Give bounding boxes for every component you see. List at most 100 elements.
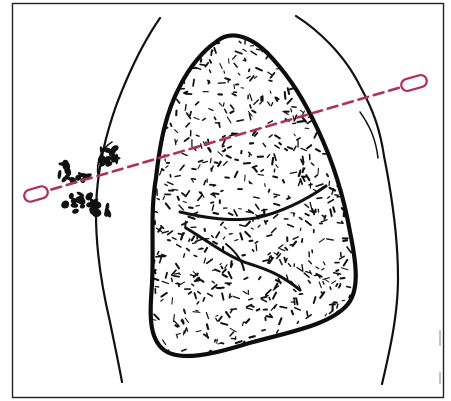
texture-stroke [196, 331, 201, 332]
texture-stroke [348, 354, 350, 359]
texture-stroke [166, 204, 170, 209]
texture-stroke [362, 30, 364, 32]
texture-stroke [223, 103, 224, 106]
texture-stroke [206, 313, 208, 319]
texture-stroke [307, 330, 311, 333]
texture-stroke [246, 212, 251, 213]
texture-stroke [181, 28, 185, 31]
texture-stroke [361, 103, 365, 105]
texture-stroke [229, 294, 230, 297]
texture-stroke [352, 79, 353, 82]
texture-stroke [301, 343, 305, 346]
texture-stroke [280, 249, 285, 251]
texture-stroke [191, 275, 195, 276]
texture-stroke [168, 240, 170, 241]
texture-stroke [311, 95, 312, 99]
texture-stroke [345, 190, 348, 195]
texture-stroke [295, 308, 301, 310]
texture-stroke [300, 179, 302, 184]
texture-stroke [203, 118, 206, 120]
texture-stroke [228, 147, 231, 148]
texture-stroke [182, 349, 186, 351]
texture-stroke [185, 318, 188, 323]
texture-stroke [357, 170, 363, 173]
texture-stroke [250, 94, 252, 101]
texture-stroke [227, 156, 231, 158]
texture-stroke [235, 240, 238, 241]
texture-stroke [265, 36, 267, 39]
texture-stroke [141, 286, 146, 290]
texture-stroke [255, 242, 257, 244]
texture-stroke [194, 255, 197, 256]
texture-stroke [309, 184, 312, 185]
texture-stroke [298, 180, 300, 185]
texture-stroke [343, 115, 346, 117]
texture-stroke [174, 315, 175, 322]
texture-stroke [219, 358, 224, 363]
texture-stroke [303, 168, 304, 172]
texture-stroke [359, 28, 361, 30]
texture-stroke [143, 305, 148, 307]
texture-stroke [310, 202, 312, 209]
texture-stroke [224, 149, 225, 151]
texture-stroke [344, 75, 345, 79]
texture-stroke [326, 123, 328, 128]
texture-stroke [341, 278, 345, 279]
texture-stroke [297, 138, 300, 140]
texture-stroke [328, 197, 330, 199]
texture-stroke [185, 46, 189, 51]
texture-stroke [211, 168, 212, 171]
texture-stroke [298, 121, 305, 122]
texture-stroke [246, 319, 249, 323]
texture-stroke [307, 359, 311, 361]
texture-stroke [164, 74, 167, 76]
texture-stroke [277, 253, 279, 255]
texture-stroke [334, 90, 338, 93]
texture-stroke [329, 55, 331, 61]
texture-stroke [314, 133, 316, 138]
texture-stroke [315, 352, 321, 354]
texture-stroke [341, 268, 348, 270]
texture-stroke [175, 139, 176, 144]
texture-stroke [172, 33, 178, 34]
texture-stroke [260, 102, 262, 104]
texture-stroke [261, 299, 266, 302]
texture-stroke [212, 205, 213, 210]
texture-stroke [279, 318, 281, 324]
texture-stroke [256, 68, 262, 71]
texture-stroke [276, 58, 280, 60]
texture-stroke [339, 256, 344, 259]
texture-stroke [279, 347, 282, 352]
texture-stroke [310, 357, 315, 358]
texture-stroke [339, 284, 341, 288]
texture-stroke [208, 363, 211, 369]
texture-stroke [351, 339, 357, 343]
texture-stroke [328, 56, 329, 58]
texture-stroke [244, 278, 247, 280]
bone-fragment [60, 199, 71, 210]
texture-stroke [178, 197, 179, 200]
texture-stroke [292, 311, 293, 314]
texture-stroke [340, 86, 344, 92]
texture-stroke [151, 164, 154, 168]
texture-stroke [214, 48, 216, 53]
texture-stroke [361, 307, 363, 310]
texture-stroke [262, 210, 267, 211]
texture-stroke [337, 304, 338, 308]
texture-stroke [187, 327, 188, 331]
texture-stroke [261, 297, 266, 298]
texture-stroke [280, 307, 286, 308]
texture-stroke [359, 175, 364, 179]
texture-stroke [328, 84, 332, 86]
texture-stroke [216, 288, 220, 289]
texture-stroke [269, 297, 270, 299]
texture-stroke [193, 80, 194, 86]
texture-stroke [185, 138, 189, 141]
texture-stroke [184, 92, 187, 93]
texture-stroke [222, 353, 227, 356]
texture-stroke [173, 84, 175, 85]
texture-stroke [262, 330, 265, 331]
texture-stroke [304, 273, 309, 277]
texture-stroke [362, 250, 363, 253]
